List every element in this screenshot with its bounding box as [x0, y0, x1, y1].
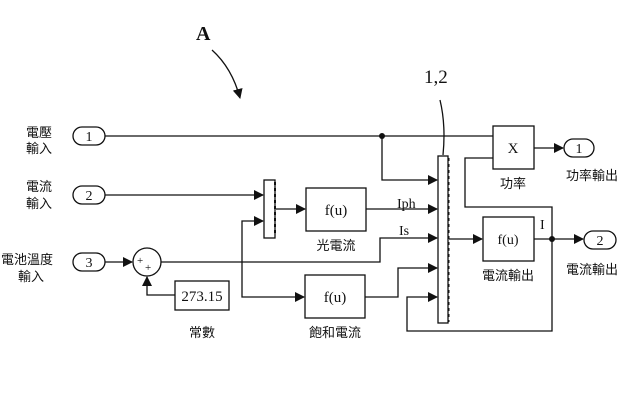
callout-label: 1,2	[424, 67, 448, 88]
svg-text:+: +	[137, 255, 143, 267]
inport-2[interactable]: 2	[72, 185, 106, 205]
figure-pointer-arrow	[211, 49, 243, 99]
outport-1-label: 功率輸出	[566, 168, 618, 184]
svg-text:3: 3	[86, 256, 93, 271]
svg-text:2: 2	[86, 189, 93, 204]
inport-1[interactable]: 1	[72, 126, 106, 146]
svg-text:f(u): f(u)	[325, 203, 348, 219]
wire-current-to-product	[464, 157, 553, 239]
outport-1[interactable]: 1	[563, 138, 595, 158]
svg-text:電池溫度: 電池溫度	[1, 252, 53, 268]
svg-text:2: 2	[597, 234, 604, 249]
mux-large[interactable]	[437, 155, 450, 324]
outport-2[interactable]: 2	[583, 230, 617, 250]
fcn-current-out-block[interactable]: f(u)	[482, 216, 535, 262]
outport-2-label: 電流輸出	[566, 263, 618, 278]
inport-3-label: 電池溫度 輸入	[1, 252, 53, 285]
figure-label: A	[196, 23, 211, 45]
svg-text:f(u): f(u)	[324, 290, 347, 306]
product-block-label: 功率	[500, 176, 526, 192]
svg-text:X: X	[508, 141, 519, 157]
svg-text:輸入: 輸入	[26, 197, 52, 212]
constant-block[interactable]: 273.15	[174, 280, 230, 311]
svg-text:輸入: 輸入	[26, 142, 52, 157]
fcn-saturation-block[interactable]: f(u)	[304, 274, 366, 319]
mux-small[interactable]	[263, 179, 276, 239]
fcn-current-out-label: 電流輸出	[482, 269, 534, 284]
fcn-photocurrent-block[interactable]: f(u)	[305, 187, 367, 232]
wire-temp-to-small-mux	[241, 216, 264, 262]
svg-text:1: 1	[86, 130, 93, 145]
svg-text:電壓: 電壓	[26, 126, 52, 141]
svg-text:+: +	[145, 262, 151, 274]
svg-text:273.15: 273.15	[181, 289, 222, 305]
wire-is	[365, 263, 438, 298]
wire-constant-to-sum	[142, 276, 175, 296]
callout-leader-line	[439, 99, 445, 156]
signal-i-label: I	[540, 218, 545, 233]
signal-is-label: Is	[399, 224, 409, 239]
wire-sum-to-mux	[161, 233, 438, 263]
fcn-photocurrent-label: 光電流	[316, 239, 355, 254]
wire-current-feedback	[406, 239, 553, 332]
constant-block-label: 常數	[189, 326, 215, 341]
svg-text:輸入: 輸入	[18, 270, 44, 285]
fcn-saturation-label: 飽和電流	[309, 326, 361, 341]
inport-1-label: 電壓 輸入	[26, 126, 52, 157]
sum-block[interactable]: + +	[132, 247, 162, 277]
signal-iph-label: Iph	[397, 197, 416, 212]
inport-2-label: 電流 輸入	[26, 180, 52, 212]
svg-text:f(u): f(u)	[498, 233, 519, 248]
product-block[interactable]: X	[492, 125, 535, 170]
inport-3[interactable]: 3	[72, 252, 106, 272]
svg-text:電流: 電流	[26, 180, 52, 195]
wire-voltage-to-mux	[381, 136, 438, 185]
wire-temp-to-saturation	[241, 262, 305, 302]
svg-text:1: 1	[576, 142, 583, 157]
